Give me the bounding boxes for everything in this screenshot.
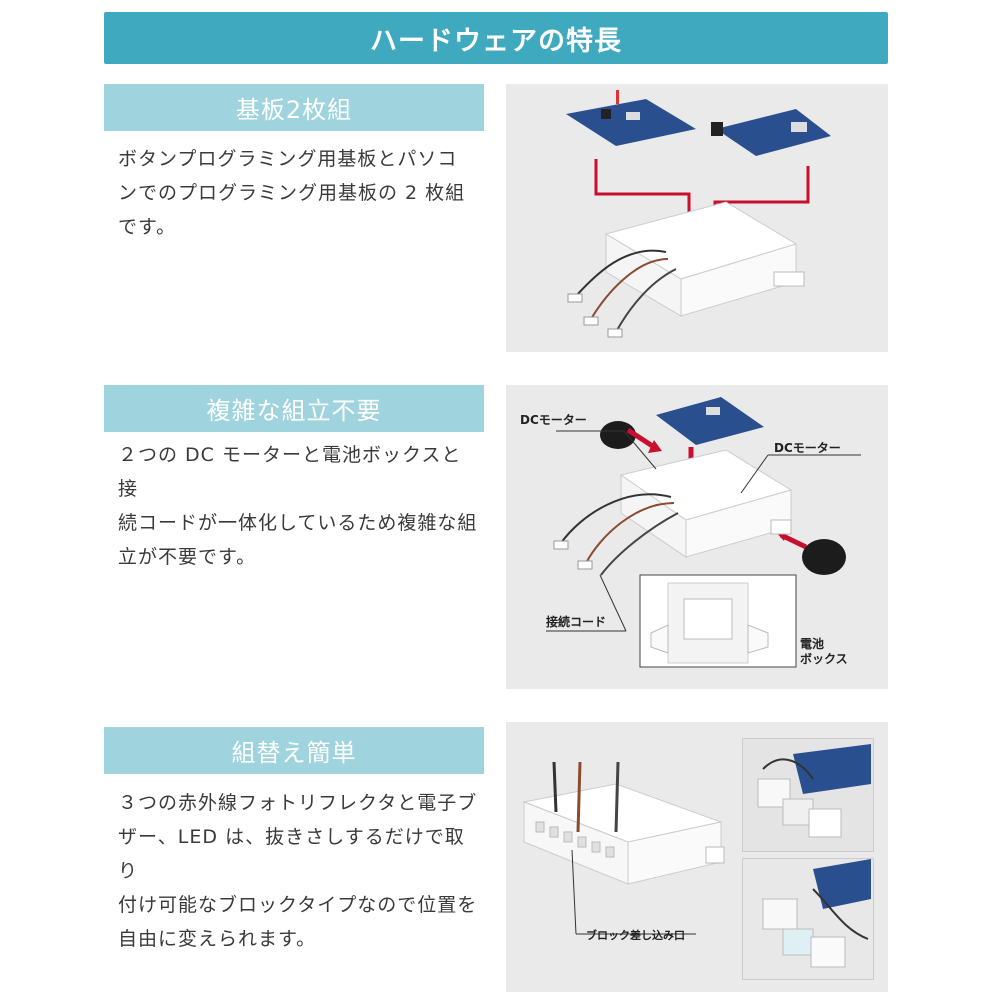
pc-board-image bbox=[711, 109, 831, 156]
label-dc-motor-right: DCモーター bbox=[774, 441, 841, 455]
section-heading-easy-rebuild: 組替え簡単 bbox=[104, 727, 484, 774]
section-heading-boards: 基板2枚組 bbox=[104, 84, 484, 131]
block-photo-top-graphic bbox=[743, 739, 873, 851]
image-boards-panel bbox=[506, 84, 888, 352]
banner-title: ハードウェアの特長 bbox=[370, 25, 622, 57]
block-photo-top bbox=[742, 738, 874, 852]
label-block-port: ブロック差し込み口 bbox=[586, 929, 685, 942]
boards-illustration bbox=[566, 90, 831, 338]
section-heading-text: 複雑な組立不要 bbox=[206, 397, 382, 425]
block-photo-bottom bbox=[742, 858, 874, 980]
assembly-illustration bbox=[546, 397, 861, 668]
label-dc-motor-left: DCモーター bbox=[520, 413, 587, 427]
section-heading-text: 組替え簡単 bbox=[231, 739, 357, 767]
image-assembly-panel: DCモーター DCモーター 接続コード 電池 ボックス bbox=[506, 385, 888, 689]
page-banner: ハードウェアの特長 bbox=[104, 12, 888, 64]
label-connection-cord: 接続コード bbox=[546, 615, 607, 629]
section-text-easy-rebuild: ３つの赤外線フォトリフレクタと電子ブ ザー、LED は、抜きさしするだけで取り … bbox=[118, 792, 478, 950]
section-heading-no-assembly: 複雑な組立不要 bbox=[104, 385, 484, 432]
section-text-no-assembly: ２つの DC モーターと電池ボックスと接 続コードが一体化しているため複雑な組 … bbox=[118, 444, 478, 568]
button-board-image bbox=[566, 90, 696, 146]
section-heading-text: 基板2枚組 bbox=[235, 96, 353, 124]
label-battery-box: 電池 ボックス bbox=[800, 637, 848, 666]
image-blocks-panel: ブロック差し込み口 bbox=[506, 722, 888, 992]
block-photo-bottom-graphic bbox=[743, 859, 873, 979]
blocks-illustration bbox=[522, 761, 725, 935]
section-text-boards: ボタンプログラミング用基板とパソコ ンでのプログラミング用基板の 2 枚組 です… bbox=[118, 148, 466, 238]
